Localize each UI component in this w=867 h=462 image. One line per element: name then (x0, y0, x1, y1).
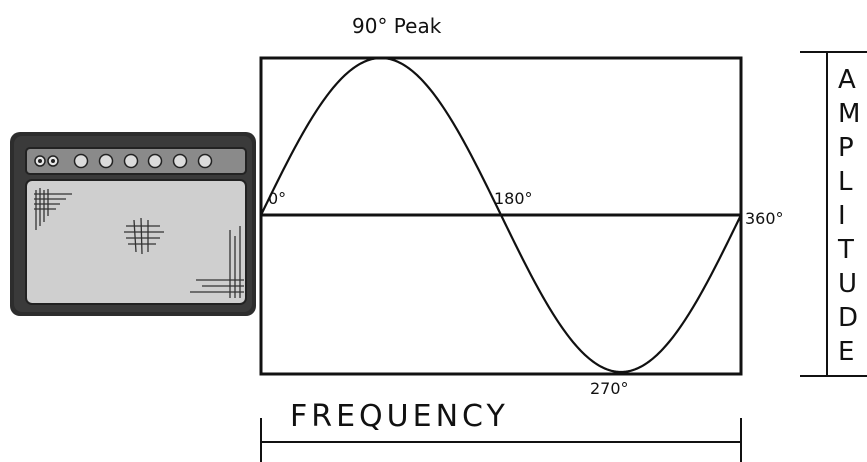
full-cycle-label: 360° (745, 209, 784, 228)
frequency-bracket (260, 418, 742, 462)
frequency-label: FREQUENCY (290, 399, 509, 434)
amplitude-letter: E (838, 337, 854, 367)
amplitude-letter: A (838, 65, 856, 95)
amp-knobs (73, 153, 213, 169)
zero-degree-label: 0° (268, 189, 286, 208)
amplitude-letter: L (838, 167, 853, 197)
trough-label: 270° (590, 379, 629, 398)
amplitude-letter: U (838, 269, 857, 299)
amp-jack-icon (34, 155, 59, 167)
peak-label: 90° Peak (352, 14, 442, 38)
amplitude-letter: D (838, 303, 858, 333)
amplitude-letter: P (838, 133, 854, 163)
sine-wave (260, 56, 742, 374)
amplitude-bracket (800, 51, 867, 377)
amplitude-letter: T (837, 235, 854, 265)
grille-crosshatch (34, 188, 244, 298)
guitar-amplifier-icon (10, 132, 256, 316)
amplitude-letter: I (838, 201, 846, 231)
half-cycle-label: 180° (494, 189, 533, 208)
amplitude-letter: M (838, 99, 860, 129)
